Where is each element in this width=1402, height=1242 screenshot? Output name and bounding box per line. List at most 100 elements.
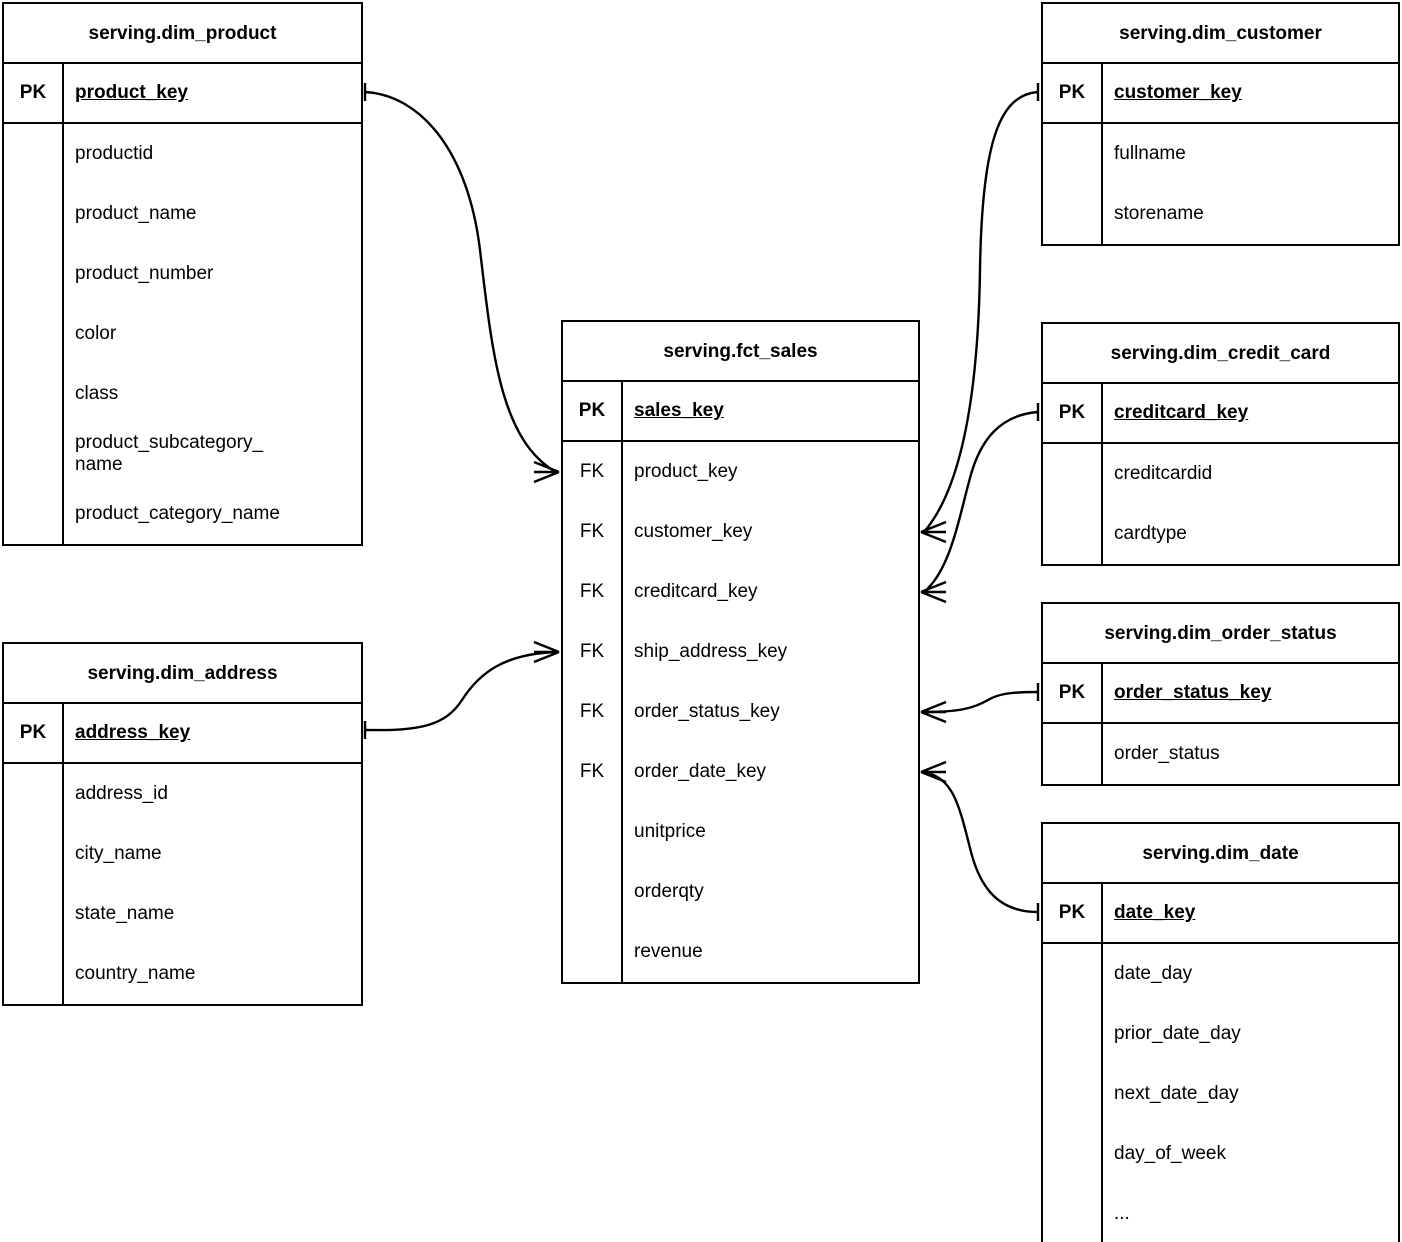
attribute-row[interactable]: product_subcategory_ name: [4, 424, 361, 484]
relationship-line: [923, 690, 1039, 714]
measure-row[interactable]: orderqty: [563, 862, 918, 922]
key-badge-pk: PK: [4, 704, 64, 762]
field-name-product-category-name: product_category_name: [75, 502, 280, 524]
primary-key-row[interactable]: PK sales_key: [563, 382, 918, 442]
key-badge-empty: [563, 862, 623, 922]
key-badge-empty: [4, 484, 64, 544]
attribute-row[interactable]: fullname: [1043, 124, 1398, 184]
field-name-creditcard-key: creditcard_key: [634, 580, 758, 602]
primary-key-row[interactable]: PK product_key: [4, 64, 361, 124]
attribute-row[interactable]: country_name: [4, 944, 361, 1004]
measure-row[interactable]: unitprice: [563, 802, 918, 862]
field-name-ship-address-key: ship_address_key: [634, 640, 788, 662]
crow-foot-marker: [920, 700, 947, 724]
entity-dim-date[interactable]: serving.dim_date PK date_key date_day pr…: [1041, 822, 1400, 1242]
attribute-row[interactable]: productid: [4, 124, 361, 184]
key-badge-empty: [1043, 184, 1103, 244]
primary-key-row[interactable]: PK customer_key: [1043, 64, 1398, 124]
attribute-list: FK product_key FK customer_key FK credit…: [563, 442, 918, 982]
entity-dim-credit-card[interactable]: serving.dim_credit_card PK creditcard_ke…: [1041, 322, 1400, 566]
field-name-revenue: revenue: [634, 940, 703, 962]
primary-key-row[interactable]: PK creditcard_key: [1043, 384, 1398, 444]
key-badge-empty: [4, 764, 64, 824]
entity-title: serving.dim_order_status: [1043, 604, 1398, 664]
crow-foot-marker: [533, 640, 560, 664]
field-name-prior-date-day: prior_date_day: [1114, 1022, 1241, 1044]
attribute-row[interactable]: date_day: [1043, 944, 1398, 1004]
primary-key-row[interactable]: PK address_key: [4, 704, 361, 764]
key-badge-empty: [563, 922, 623, 982]
entity-fct-sales[interactable]: serving.fct_sales PK sales_key FK produc…: [561, 320, 920, 984]
attribute-list: date_day prior_date_day next_date_day da…: [1043, 944, 1398, 1242]
attribute-row[interactable]: class: [4, 364, 361, 424]
field-name-day-of-week: day_of_week: [1114, 1142, 1226, 1164]
field-name-cardtype: cardtype: [1114, 522, 1187, 544]
key-badge-fk: FK: [563, 502, 623, 562]
foreign-key-row[interactable]: FK order_date_key: [563, 742, 918, 802]
key-badge-fk: FK: [563, 442, 623, 502]
field-name-sales-key: sales_key: [634, 400, 724, 421]
key-badge-empty: [4, 824, 64, 884]
attribute-row[interactable]: storename: [1043, 184, 1398, 244]
relationship-line: [923, 410, 1039, 593]
field-name-customer-key: customer_key: [1114, 82, 1242, 103]
key-badge-empty: [563, 802, 623, 862]
key-badge-empty: [1043, 444, 1103, 504]
crow-foot-marker: [920, 580, 947, 604]
primary-key-row[interactable]: PK date_key: [1043, 884, 1398, 944]
key-badge-empty: [1043, 504, 1103, 564]
attribute-row[interactable]: prior_date_day: [1043, 1004, 1398, 1064]
attribute-row[interactable]: product_number: [4, 244, 361, 304]
attribute-row[interactable]: address_id: [4, 764, 361, 824]
attribute-row[interactable]: order_status: [1043, 724, 1398, 784]
attribute-row[interactable]: color: [4, 304, 361, 364]
entity-dim-product[interactable]: serving.dim_product PK product_key produ…: [2, 2, 363, 546]
field-name-color: color: [75, 322, 117, 344]
measure-row[interactable]: revenue: [563, 922, 918, 982]
attribute-row[interactable]: ...: [1043, 1184, 1398, 1242]
attribute-list: order_status: [1043, 724, 1398, 784]
field-name-order-status-key: order_status_key: [1114, 682, 1272, 703]
foreign-key-row[interactable]: FK customer_key: [563, 502, 918, 562]
attribute-row[interactable]: city_name: [4, 824, 361, 884]
attribute-row[interactable]: product_name: [4, 184, 361, 244]
entity-dim-address[interactable]: serving.dim_address PK address_key addre…: [2, 642, 363, 1006]
field-name-product-key: product_key: [634, 460, 738, 482]
attribute-row[interactable]: cardtype: [1043, 504, 1398, 564]
key-badge-empty: [4, 884, 64, 944]
field-name-date-key: date_key: [1114, 902, 1196, 923]
field-name-unitprice: unitprice: [634, 820, 706, 842]
relationship-date-to-sales: [920, 760, 1040, 921]
key-badge-empty: [1043, 1064, 1103, 1124]
attribute-row[interactable]: day_of_week: [1043, 1124, 1398, 1184]
foreign-key-row[interactable]: FK creditcard_key: [563, 562, 918, 622]
field-name-product-name: product_name: [75, 202, 197, 224]
field-name-order-date-key: order_date_key: [634, 760, 767, 782]
field-name-city-name: city_name: [75, 842, 162, 864]
attribute-row[interactable]: creditcardid: [1043, 444, 1398, 504]
foreign-key-row[interactable]: FK order_status_key: [563, 682, 918, 742]
field-name-customer-key: customer_key: [634, 520, 753, 542]
entity-title: serving.dim_customer: [1043, 4, 1398, 64]
field-name-order-status-key: order_status_key: [634, 700, 780, 722]
key-badge-fk: FK: [563, 742, 623, 802]
attribute-list: fullname storename: [1043, 124, 1398, 244]
key-badge-empty: [4, 304, 64, 364]
foreign-key-row[interactable]: FK ship_address_key: [563, 622, 918, 682]
field-name-address-id: address_id: [75, 782, 168, 804]
relationship-line: [364, 90, 557, 474]
field-name-next-date-day: next_date_day: [1114, 1082, 1239, 1104]
field-name-state-name: state_name: [75, 902, 175, 924]
entity-dim-customer[interactable]: serving.dim_customer PK customer_key ful…: [1041, 2, 1400, 246]
primary-key-row[interactable]: PK order_status_key: [1043, 664, 1398, 724]
field-name-product-subcategory-name: product_subcategory_ name: [75, 431, 264, 475]
crow-foot-marker: [920, 520, 947, 544]
foreign-key-row[interactable]: FK product_key: [563, 442, 918, 502]
attribute-row[interactable]: state_name: [4, 884, 361, 944]
attribute-row[interactable]: product_category_name: [4, 484, 361, 544]
field-name-product-key: product_key: [75, 82, 188, 103]
crow-foot-marker: [533, 460, 560, 484]
entity-dim-order-status[interactable]: serving.dim_order_status PK order_status…: [1041, 602, 1400, 786]
attribute-row[interactable]: next_date_day: [1043, 1064, 1398, 1124]
